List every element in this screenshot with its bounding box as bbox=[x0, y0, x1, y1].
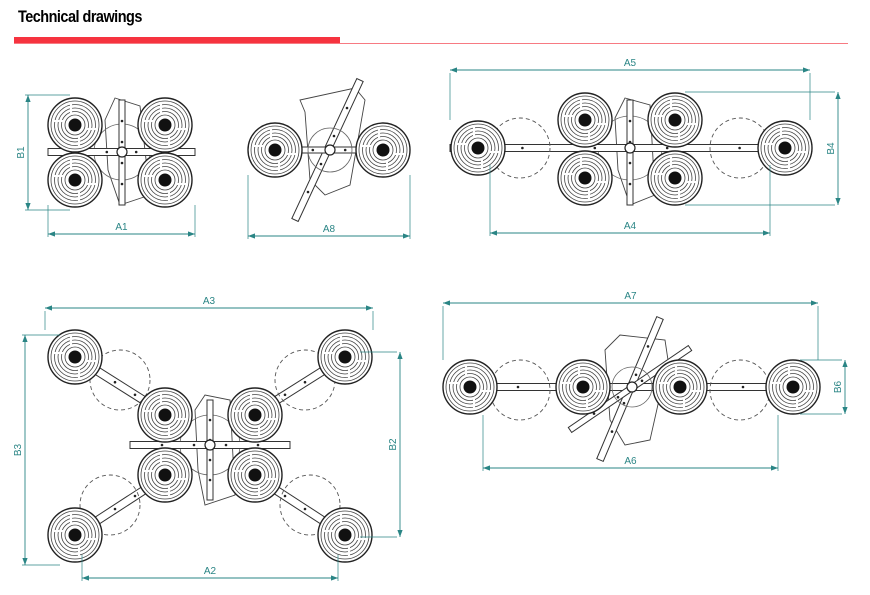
suction-cup bbox=[247, 122, 303, 178]
suction-cup bbox=[137, 97, 193, 153]
bolt-hole bbox=[105, 150, 109, 154]
rotator-hub bbox=[624, 142, 636, 154]
suction-cup bbox=[47, 97, 103, 153]
bolt-hole bbox=[311, 148, 315, 152]
rotator-hub bbox=[626, 381, 638, 393]
bolt-hole bbox=[120, 182, 124, 186]
bolt-hole bbox=[303, 507, 307, 511]
bolt-hole bbox=[741, 385, 745, 389]
rotator-hub bbox=[204, 439, 216, 451]
bolt-hole bbox=[283, 494, 287, 498]
bolt-hole bbox=[610, 430, 614, 433]
bolt-hole bbox=[120, 140, 124, 144]
rotator-disc bbox=[611, 366, 653, 408]
title-divider bbox=[14, 43, 848, 44]
bolt-hole bbox=[345, 106, 349, 110]
vacuum-unit-housing bbox=[194, 394, 236, 506]
suction-cup bbox=[647, 150, 703, 206]
suction-cup bbox=[652, 359, 708, 415]
suction-cup bbox=[555, 359, 611, 415]
bolt-hole bbox=[120, 161, 124, 165]
dimension-label-a8: A8 bbox=[323, 224, 336, 235]
bolt-hole bbox=[628, 119, 632, 123]
bolt-hole bbox=[516, 385, 520, 389]
bolt-hole bbox=[283, 393, 287, 397]
suction-cup bbox=[47, 152, 103, 208]
suction-cup bbox=[317, 507, 373, 563]
dimension-label-b3: B3 bbox=[13, 443, 24, 456]
dimension-label-b4: B4 bbox=[826, 142, 837, 155]
title-accent-bar bbox=[14, 37, 340, 43]
bolt-hole bbox=[616, 395, 620, 399]
dimension-label-a3: A3 bbox=[203, 296, 216, 307]
suction-cup bbox=[647, 92, 703, 148]
rotator-disc bbox=[307, 127, 353, 173]
suction-cup bbox=[450, 120, 506, 176]
suction-cup bbox=[557, 92, 613, 148]
bolt-hole bbox=[306, 190, 310, 194]
cup-alternate-position bbox=[79, 474, 141, 536]
bolt-hole bbox=[521, 146, 524, 150]
suction-cup bbox=[317, 329, 373, 385]
bolt-hole bbox=[593, 146, 597, 150]
drawing-rotated-2-cup: A8 bbox=[247, 77, 411, 239]
suction-cup bbox=[355, 122, 411, 178]
bolt-hole bbox=[332, 134, 336, 138]
bolt-hole bbox=[208, 458, 212, 462]
suction-cup bbox=[765, 359, 821, 415]
rotator-hub bbox=[116, 146, 128, 158]
bolt-hole bbox=[343, 148, 347, 152]
bolt-hole bbox=[113, 507, 117, 511]
bolt-hole bbox=[628, 182, 632, 186]
dimension-label-a5: A5 bbox=[624, 58, 637, 69]
dimension-label-b1: B1 bbox=[16, 146, 27, 159]
suction-cup bbox=[47, 329, 103, 385]
cup-alternate-position bbox=[279, 474, 341, 536]
dimension-label-a2: A2 bbox=[204, 566, 217, 577]
dimension-label-b2: B2 bbox=[388, 438, 399, 451]
bolt-hole bbox=[256, 443, 260, 447]
dimension-label-a4: A4 bbox=[624, 221, 637, 232]
dimension-label-a7: A7 bbox=[624, 291, 637, 302]
bolt-hole bbox=[640, 379, 644, 383]
bolt-hole bbox=[634, 373, 638, 377]
bolt-hole bbox=[134, 150, 138, 154]
bolt-hole bbox=[646, 345, 650, 348]
bolt-hole bbox=[192, 443, 196, 447]
suction-cup bbox=[227, 387, 283, 443]
suction-cup bbox=[47, 507, 103, 563]
rotator-hub bbox=[324, 144, 336, 156]
dimension-label-a1: A1 bbox=[115, 222, 128, 233]
page-title: Technical drawings bbox=[18, 7, 142, 26]
suction-cup bbox=[137, 447, 193, 503]
suction-cup bbox=[442, 359, 498, 415]
bolt-hole bbox=[319, 162, 323, 166]
dimension-label-a6: A6 bbox=[624, 456, 637, 467]
bolt-hole bbox=[113, 380, 117, 384]
bolt-hole bbox=[208, 478, 212, 482]
bolt-hole bbox=[303, 380, 307, 384]
bolt-hole bbox=[133, 393, 137, 397]
suction-cup bbox=[137, 152, 193, 208]
suction-cup bbox=[757, 120, 813, 176]
bolt-hole bbox=[208, 418, 212, 422]
suction-cup bbox=[137, 387, 193, 443]
suction-cup bbox=[227, 447, 283, 503]
drawing-compact-4-cup: A1 B1 bbox=[16, 94, 196, 237]
bolt-hole bbox=[120, 119, 124, 123]
bolt-hole bbox=[133, 494, 137, 498]
dimension-label-b6: B6 bbox=[833, 380, 844, 393]
bolt-hole bbox=[738, 146, 741, 150]
suction-cup bbox=[557, 150, 613, 206]
bolt-hole bbox=[665, 146, 669, 150]
bolt-hole bbox=[622, 401, 626, 405]
bolt-hole bbox=[592, 412, 596, 415]
bolt-hole bbox=[224, 443, 228, 447]
bolt-hole bbox=[160, 443, 164, 447]
bolt-hole bbox=[628, 161, 632, 165]
